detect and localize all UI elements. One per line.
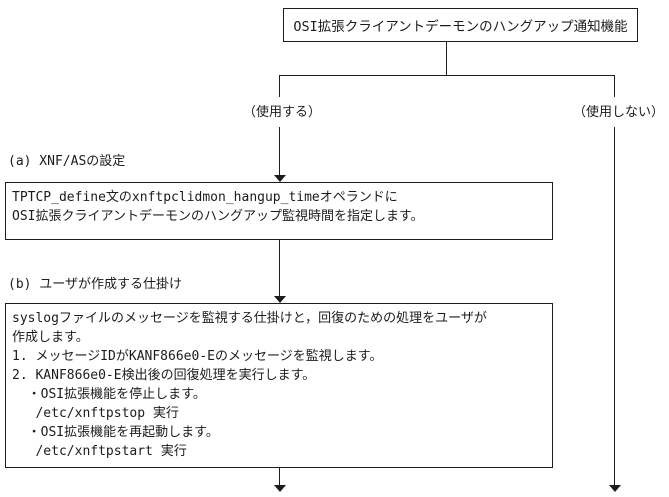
title-box-label: OSI拡張クライアントデーモンのハングアップ通知機能 xyxy=(293,19,628,35)
connector-branch-horizontal xyxy=(279,75,615,76)
branch-label-use: （使用する） xyxy=(243,105,322,120)
box-b-line: /etc/xnftpstop 実行 xyxy=(12,406,179,421)
box-b-line: syslogファイルのメッセージを監視する仕掛けと，回復のための処理をユーザが xyxy=(12,311,487,326)
branch-label-no-use: （使用しない） xyxy=(573,105,665,120)
section-a-label: (a) XNF/ASの設定 xyxy=(8,154,126,169)
box-b-line: ・OSI拡張機能を再起動します。 xyxy=(12,425,219,440)
connector-right-stub xyxy=(614,75,615,97)
connector-right-bypass xyxy=(614,127,615,485)
connector-box-a-to-box-b xyxy=(279,240,280,296)
box-b-line: ・OSI拡張機能を停止します。 xyxy=(12,387,206,402)
box-user-mechanism: syslogファイルのメッセージを監視する仕掛けと，回復のための処理をユーザが … xyxy=(5,303,553,468)
section-b-label: (b) ユーザが作成する仕掛け xyxy=(8,277,183,292)
box-a-line: OSI拡張クライアントデーモンのハングアップ監視時間を指定します。 xyxy=(12,209,424,224)
connector-box-b-exit xyxy=(279,468,280,485)
box-b-line: 作成します。 xyxy=(12,330,89,345)
title-box: OSI拡張クライアントデーモンのハングアップ通知機能 xyxy=(283,8,638,42)
arrowhead-left-exit xyxy=(274,485,286,492)
connector-left-to-box-a xyxy=(279,127,280,175)
box-b-line: 2. KANF866e0-E検出後の回復処理を実行します。 xyxy=(12,368,316,383)
box-a-line: TPTCP_define文のxnftpclidmon_hangup_timeオペ… xyxy=(12,190,398,205)
connector-title-stem xyxy=(446,42,447,75)
connector-left-stub xyxy=(279,75,280,97)
arrowhead-box-b xyxy=(274,296,286,303)
arrowhead-box-a xyxy=(274,175,286,182)
arrowhead-right-exit xyxy=(609,485,621,492)
box-b-line: 1. メッセージIDがKANF866e0-Eのメッセージを監視します。 xyxy=(12,349,383,364)
box-b-line: /etc/xnftpstart 実行 xyxy=(12,444,187,459)
box-xnf-as-setting: TPTCP_define文のxnftpclidmon_hangup_timeオペ… xyxy=(5,182,553,240)
